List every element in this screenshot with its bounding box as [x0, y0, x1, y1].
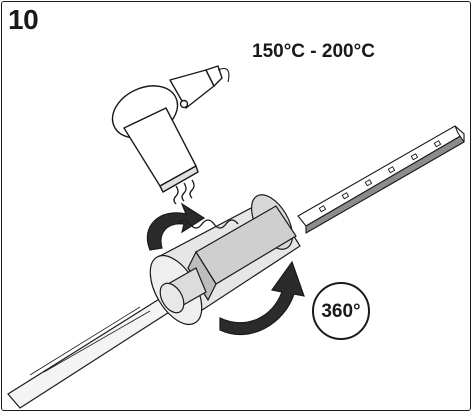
rotation-badge: 360°	[312, 282, 370, 340]
step-number: 10	[8, 4, 39, 35]
connector	[159, 205, 297, 314]
rotation-arrow-icon	[146, 202, 305, 336]
heat-gun-icon	[111, 65, 230, 193]
rotation-angle-label: 360°	[321, 300, 361, 322]
temperature-range-label: 150°C - 200°C	[252, 41, 375, 62]
heat-waves-icon	[173, 179, 239, 229]
led-strip	[297, 125, 465, 234]
